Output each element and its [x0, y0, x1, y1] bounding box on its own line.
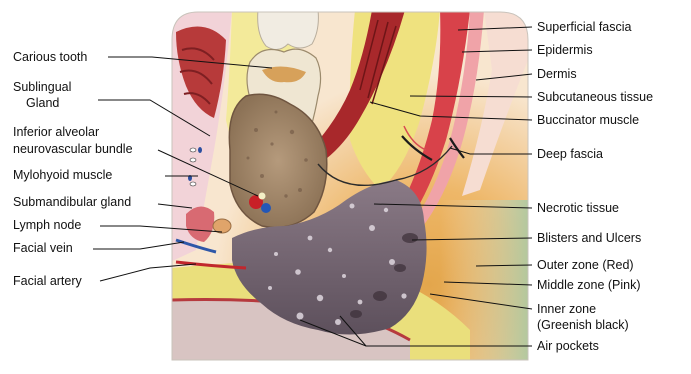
label-ian-line2: neurovascular bundle	[13, 142, 133, 157]
label-carious-tooth: Carious tooth	[13, 50, 87, 65]
label-necrotic: Necrotic tissue	[537, 201, 619, 216]
label-subcutaneous: Subcutaneous tissue	[537, 90, 653, 105]
label-lymph-node: Lymph node	[13, 218, 81, 233]
alveolar-vein	[261, 203, 271, 213]
label-submandibular: Submandibular gland	[13, 195, 131, 210]
label-dermis: Dermis	[537, 67, 577, 82]
label-middle-zone: Middle zone (Pink)	[537, 278, 641, 293]
leader-facial-vein	[93, 242, 184, 249]
label-mylohyoid: Mylohyoid muscle	[13, 168, 112, 183]
label-ian-line1: Inferior alveolar	[13, 125, 99, 140]
label-air-pockets: Air pockets	[537, 339, 599, 354]
label-epidermis: Epidermis	[537, 43, 593, 58]
label-facial-artery: Facial artery	[13, 274, 82, 289]
upper-tooth	[258, 10, 319, 50]
cross-section-panel	[170, 10, 530, 362]
label-deep-fascia: Deep fascia	[537, 147, 603, 162]
label-sublingual-line1: Sublingual	[13, 80, 71, 95]
label-outer-zone: Outer zone (Red)	[537, 258, 634, 273]
label-facial-vein: Facial vein	[13, 241, 73, 256]
label-inner-zone-line1: Inner zone	[537, 302, 596, 317]
label-buccinator: Buccinator muscle	[537, 113, 639, 128]
label-superficial-fascia: Superficial fascia	[537, 20, 632, 35]
label-sublingual-line2: Gland	[26, 96, 59, 111]
label-inner-zone-line2: (Greenish black)	[537, 318, 629, 333]
label-blisters: Blisters and Ulcers	[537, 231, 641, 246]
lymph-node-shape	[213, 219, 231, 233]
alveolar-nerve	[259, 193, 266, 200]
